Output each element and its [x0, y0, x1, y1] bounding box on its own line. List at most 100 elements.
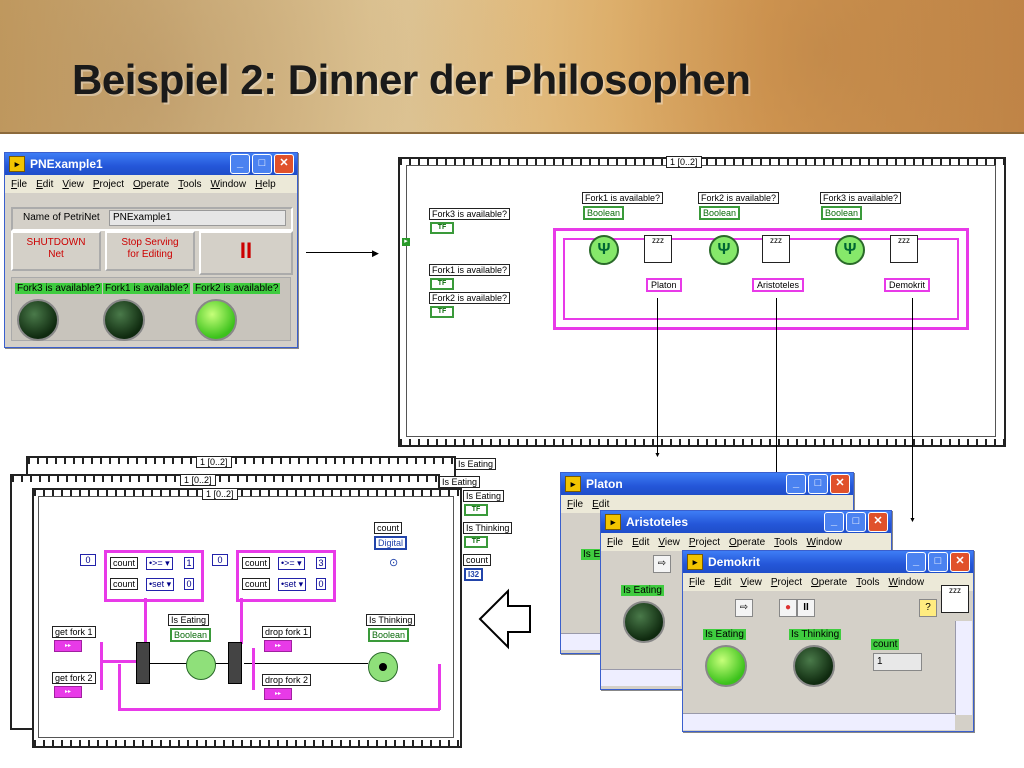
fork2-fork-icon: Ψ [709, 235, 739, 265]
fork2-indicator-label: Fork2 is available? [193, 283, 281, 294]
horizontal-scrollbar[interactable] [601, 669, 681, 686]
set-selector[interactable]: •set ▾ [278, 578, 307, 591]
pause-button[interactable]: II [199, 231, 293, 275]
pause-icon[interactable]: II [797, 599, 815, 617]
menu-window[interactable]: Window [888, 576, 925, 588]
menu-window[interactable]: Window [806, 536, 843, 548]
wire [438, 664, 441, 710]
wire [150, 663, 190, 664]
minimize-button[interactable]: _ [786, 474, 806, 494]
get-fork-2-label: get fork 2 [52, 672, 96, 684]
set-value[interactable]: 0 [316, 578, 326, 590]
menu-edit[interactable]: Edit [36, 178, 54, 190]
fork1-led [103, 299, 145, 341]
close-button[interactable]: ✕ [868, 512, 888, 532]
run-arrow-icon[interactable]: ⇨ [653, 555, 671, 573]
horizontal-scrollbar[interactable] [683, 713, 955, 730]
wire [100, 660, 136, 663]
menu-view[interactable]: View [62, 178, 84, 190]
frame-top-strip [12, 476, 438, 482]
name-of-petrinet-label: Name of PetriNet [23, 212, 100, 223]
maximize-button[interactable]: □ [808, 474, 828, 494]
minimize-button[interactable]: _ [906, 552, 926, 572]
labview-icon: ▸ [565, 476, 581, 492]
set-selector[interactable]: •set ▾ [146, 578, 175, 591]
i32-indicator: I32 [464, 568, 484, 581]
vertical-scrollbar[interactable] [955, 621, 972, 715]
demokrit-titlebar[interactable]: ▸ Demokrit _ □ ✕ [683, 551, 973, 573]
menu-project[interactable]: Project [688, 536, 720, 548]
fork1-indicator-label: Fork1 is available? [103, 283, 191, 294]
menu-edit[interactable]: Edit [592, 498, 610, 510]
horizontal-scrollbar[interactable] [561, 633, 601, 650]
tf-constant: TF [430, 222, 454, 234]
is-eating-label: Is Eating [621, 585, 664, 596]
aristoteles-titlebar[interactable]: ▸ Aristoteles _ □ ✕ [601, 511, 891, 533]
menu-view[interactable]: View [740, 576, 762, 588]
labview-icon: ▸ [605, 514, 621, 530]
shutdown-net-button[interactable]: SHUTDOWN Net [11, 231, 101, 271]
menu-operate[interactable]: Operate [729, 536, 766, 548]
minimize-button[interactable]: _ [824, 512, 844, 532]
top-case-selector[interactable]: 1 [0..2] [666, 156, 702, 168]
menu-project[interactable]: Project [770, 576, 802, 588]
close-button[interactable]: ✕ [274, 154, 294, 174]
bottom-case-selector[interactable]: 1 [0..2] [202, 488, 238, 500]
minimize-button[interactable]: _ [230, 154, 250, 174]
menu-edit[interactable]: Edit [714, 576, 732, 588]
get-fork-1-cluster: ▸▸ [54, 640, 82, 652]
pnexample-titlebar[interactable]: ▸ PNExample1 _ □ ✕ [5, 153, 297, 175]
arrow-line [306, 252, 376, 253]
close-button[interactable]: ✕ [950, 552, 970, 572]
menu-file[interactable]: File [11, 178, 28, 190]
zero-constant: 0 [80, 554, 96, 566]
wire [144, 598, 147, 644]
maximize-button[interactable]: □ [928, 552, 948, 572]
compare-selector[interactable]: •>= ▾ [278, 557, 305, 570]
is-eating-label: Is Eating [463, 490, 505, 502]
tf-constant: TF [430, 278, 454, 290]
menu-edit[interactable]: Edit [632, 536, 650, 548]
menu-tools[interactable]: Tools [178, 178, 202, 190]
count-field: count [242, 578, 271, 590]
menu-project[interactable]: Project [92, 178, 124, 190]
fork1-fork-icon: Ψ [589, 235, 619, 265]
back-case-selector[interactable]: 1 [0..2] [196, 456, 232, 468]
menu-view[interactable]: View [658, 536, 680, 548]
is-eating-label: Is Eating [703, 629, 746, 640]
run-arrow-icon[interactable]: ⇨ [735, 599, 753, 617]
compare-selector[interactable]: •>= ▾ [146, 557, 173, 570]
close-button[interactable]: ✕ [830, 474, 850, 494]
compare-value[interactable]: 1 [184, 557, 194, 569]
menu-file[interactable]: File [689, 576, 706, 588]
menu-operate[interactable]: Operate [811, 576, 848, 588]
maximize-button[interactable]: □ [252, 154, 272, 174]
compare-value[interactable]: 3 [316, 557, 326, 569]
menu-window[interactable]: Window [210, 178, 247, 190]
menu-file[interactable]: File [567, 498, 584, 510]
stop-serving-button[interactable]: Stop Serving for Editing [105, 231, 195, 271]
philosopher-vi-icon: zzz [762, 235, 790, 263]
set-value[interactable]: 0 [184, 578, 194, 590]
maximize-button[interactable]: □ [846, 512, 866, 532]
is-eating-led [623, 601, 665, 643]
menu-help[interactable]: Help [255, 178, 276, 190]
left-label-fork1: Fork1 is available? [429, 264, 511, 276]
menubar: File Edit View Project Operate Tools Win… [683, 573, 973, 591]
help-icon[interactable]: ? [919, 599, 937, 617]
menu-tools[interactable]: Tools [774, 536, 798, 548]
middle-case-selector[interactable]: 1 [0..2] [180, 474, 216, 486]
menu-operate[interactable]: Operate [133, 178, 170, 190]
count-field[interactable]: 1 [873, 653, 922, 671]
is-thinking-indicator-label: Is Thinking [366, 614, 416, 626]
window-title: Platon [586, 477, 623, 491]
fork3-indicator-label: Fork3 is available? [15, 283, 103, 294]
pnexample-window: ▸ PNExample1 _ □ ✕ File Edit View Projec… [4, 152, 298, 348]
abort-icon[interactable]: ● [779, 599, 797, 617]
eating-place [186, 650, 216, 680]
platon-titlebar[interactable]: ▸ Platon _ □ ✕ [561, 473, 853, 495]
menu-tools[interactable]: Tools [856, 576, 880, 588]
petrinet-name-field[interactable]: PNExample1 [109, 210, 286, 226]
menu-file[interactable]: File [607, 536, 624, 548]
left-arrow-icon [478, 588, 531, 650]
